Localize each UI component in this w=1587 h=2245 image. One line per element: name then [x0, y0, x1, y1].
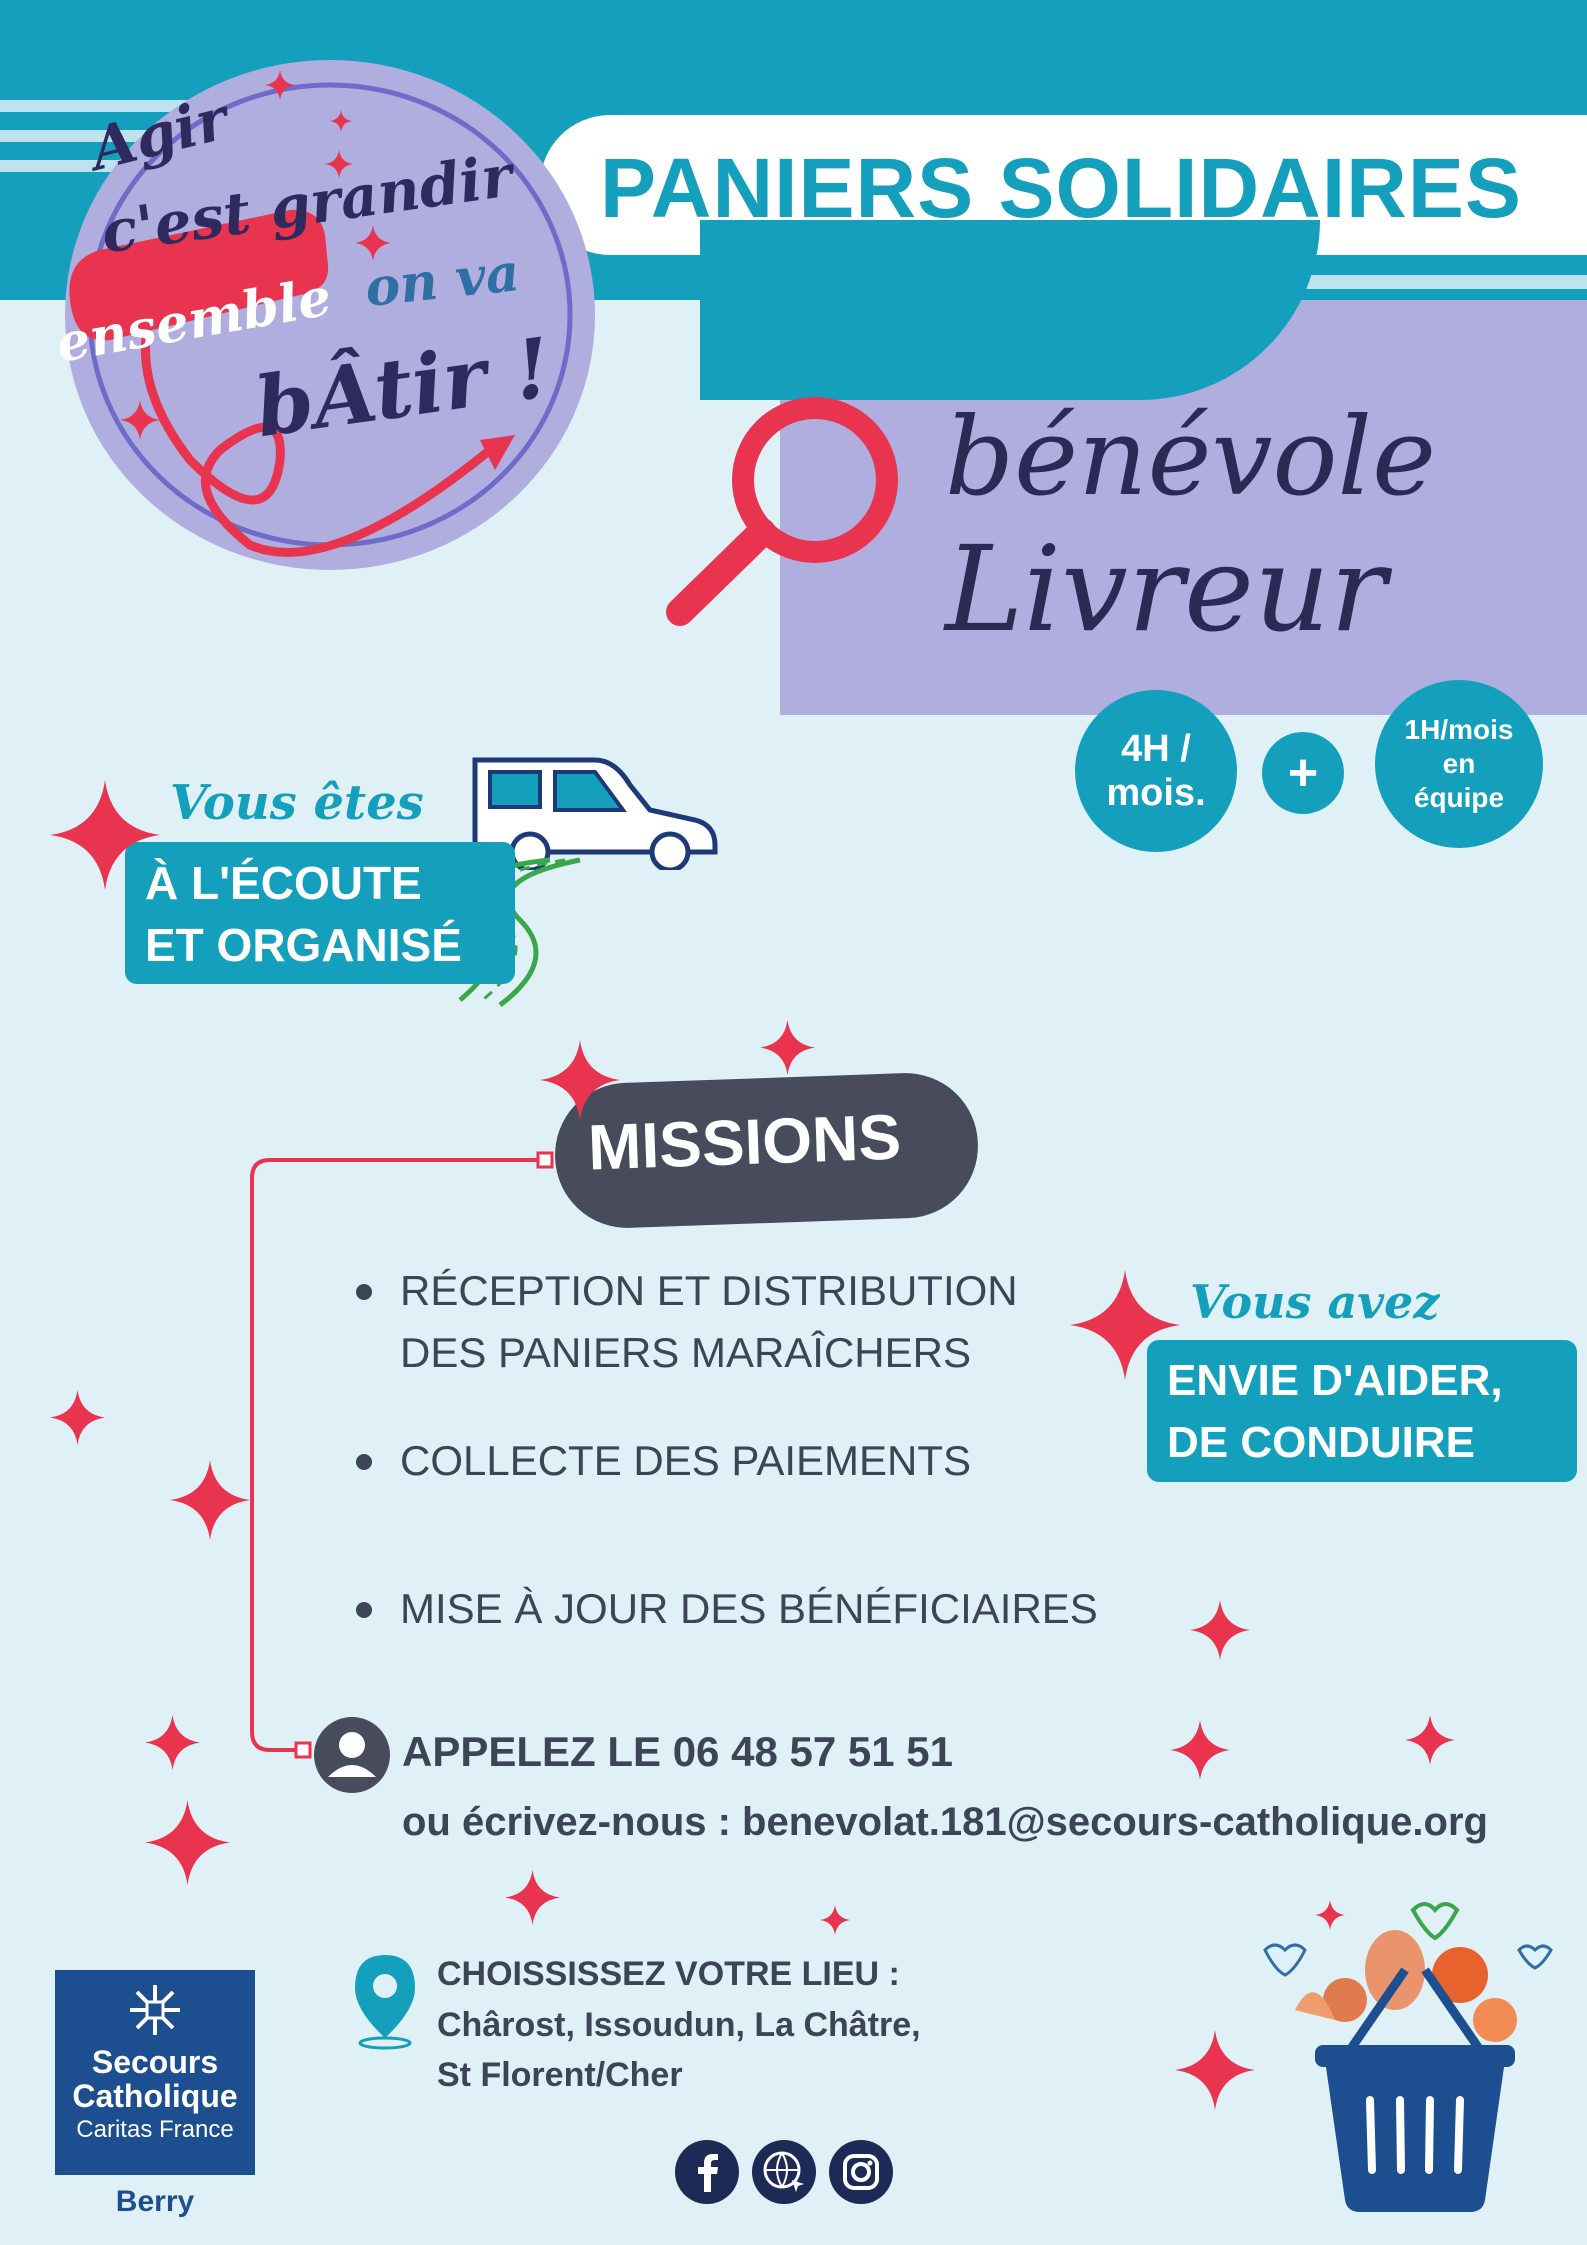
role-panel-curve: [700, 220, 1320, 400]
sparkle-icon: [1170, 1720, 1230, 1780]
contact-email[interactable]: ou écrivez-nous : benevolat.181@secours-…: [402, 1800, 1488, 1844]
mission-collecte-line1: COLLECTE DES PAIEMENTS: [400, 1437, 972, 1484]
organization-logo[interactable]: Secours Catholique Caritas France Berry: [55, 1970, 255, 2230]
sparkle-icon: [1175, 2030, 1255, 2110]
sparkle-icon: [505, 1870, 560, 1925]
cross-icon: [130, 1985, 180, 2035]
header-band-top: [0, 0, 1587, 80]
sparkle-icon: [170, 1460, 250, 1540]
plus-badge: +: [1262, 732, 1344, 814]
location-line1: Chârost, Issoudun, La Châtre,: [437, 2006, 921, 2044]
time-right-line2: en: [1442, 748, 1476, 779]
role-line2: Livreur: [945, 520, 1387, 658]
desire-box: ENVIE D'AIDER, DE CONDUIRE: [1147, 1340, 1577, 1482]
slogan-badge: [40, 40, 600, 580]
profile-line1: À L'ÉCOUTE: [145, 857, 422, 909]
mission-item-collecte: COLLECTE DES PAIEMENTS: [356, 1430, 972, 1492]
missions-connector: [240, 1150, 560, 1760]
sparkle-icon: [1315, 1900, 1345, 1930]
sparkle-icon: [1190, 1600, 1250, 1660]
mission-reception-line1: RÉCEPTION ET DISTRIBUTION: [400, 1267, 1018, 1314]
mission-item-maj: MISE À JOUR DES BÉNÉFICIAIRES: [356, 1578, 1098, 1640]
time-left-line2: mois.: [1106, 772, 1206, 814]
header-stripe-right: [1300, 275, 1587, 289]
sparkle-icon: [50, 780, 160, 890]
plus-icon: +: [1287, 744, 1319, 802]
location-pin-icon: [350, 1950, 420, 2050]
sparkle-icon: [145, 1800, 230, 1885]
profile-line2: ET ORGANISÉ: [145, 919, 462, 971]
sparkle-icon: [1405, 1715, 1455, 1765]
profile-box: À L'ÉCOUTE ET ORGANISÉ: [125, 842, 515, 984]
contact-phone[interactable]: APPELEZ LE 06 48 57 51 51: [402, 1728, 953, 1775]
web-icon[interactable]: [752, 2140, 816, 2204]
basket-icon: [1255, 1900, 1575, 2220]
missions-title: MISSIONS: [586, 1100, 903, 1184]
sparkle-icon: [1070, 1270, 1180, 1380]
user-icon: [312, 1715, 392, 1795]
sparkle-icon: [330, 110, 352, 132]
sparkle-icon: [820, 1905, 850, 1935]
sparkle-icon: [145, 1715, 200, 1770]
role-line1: bénévole: [945, 395, 1437, 520]
sparkle-icon: [120, 400, 160, 440]
logo-line3: Caritas France: [76, 2116, 234, 2143]
location-line2: St Florent/Cher: [437, 2056, 683, 2094]
sparkle-icon: [540, 1040, 620, 1120]
instagram-icon[interactable]: [829, 2140, 893, 2204]
sparkle-icon: [355, 225, 391, 261]
mission-reception-line2: DES PANIERS MARAÎCHERS: [400, 1329, 971, 1376]
desire-line2: DE CONDUIRE: [1167, 1418, 1476, 1467]
profile-intro: Vous êtes: [170, 775, 424, 831]
logo-line2: Catholique: [72, 2078, 238, 2114]
location-heading: CHOISSISSEZ VOTRE LIEU :: [437, 1955, 900, 1993]
magnifier-icon: [640, 380, 920, 660]
slogan-circle-graphic: [65, 60, 595, 570]
time-monthly-badge: 4H / mois.: [1075, 690, 1237, 852]
facebook-icon[interactable]: [675, 2140, 739, 2204]
page-title: PANIERS SOLIDAIRES: [600, 141, 1522, 235]
logo-region: Berry: [115, 2185, 195, 2218]
logo-box: Secours Catholique Caritas France: [55, 1970, 255, 2175]
time-right-line1: 1H/mois: [1404, 714, 1514, 745]
sparkle-icon: [760, 1020, 815, 1075]
desire-line1: ENVIE D'AIDER,: [1167, 1356, 1503, 1405]
time-right-line3: équipe: [1413, 782, 1505, 813]
bullet: [356, 1284, 372, 1300]
bullet: [356, 1454, 372, 1470]
mission-item-reception: RÉCEPTION ET DISTRIBUTION DES PANIERS MA…: [356, 1260, 1018, 1384]
logo-line1: Secours: [91, 2044, 219, 2080]
sparkle-icon: [325, 150, 353, 178]
sparkle-icon: [50, 1390, 105, 1445]
bullet: [356, 1602, 372, 1618]
time-team-badge: 1H/mois en équipe: [1375, 680, 1543, 848]
sparkle-icon: [265, 70, 295, 100]
mission-maj-line1: MISE À JOUR DES BÉNÉFICIAIRES: [400, 1585, 1098, 1632]
desire-intro: Vous avez: [1190, 1275, 1440, 1329]
time-left-line1: 4H /: [1121, 728, 1191, 770]
